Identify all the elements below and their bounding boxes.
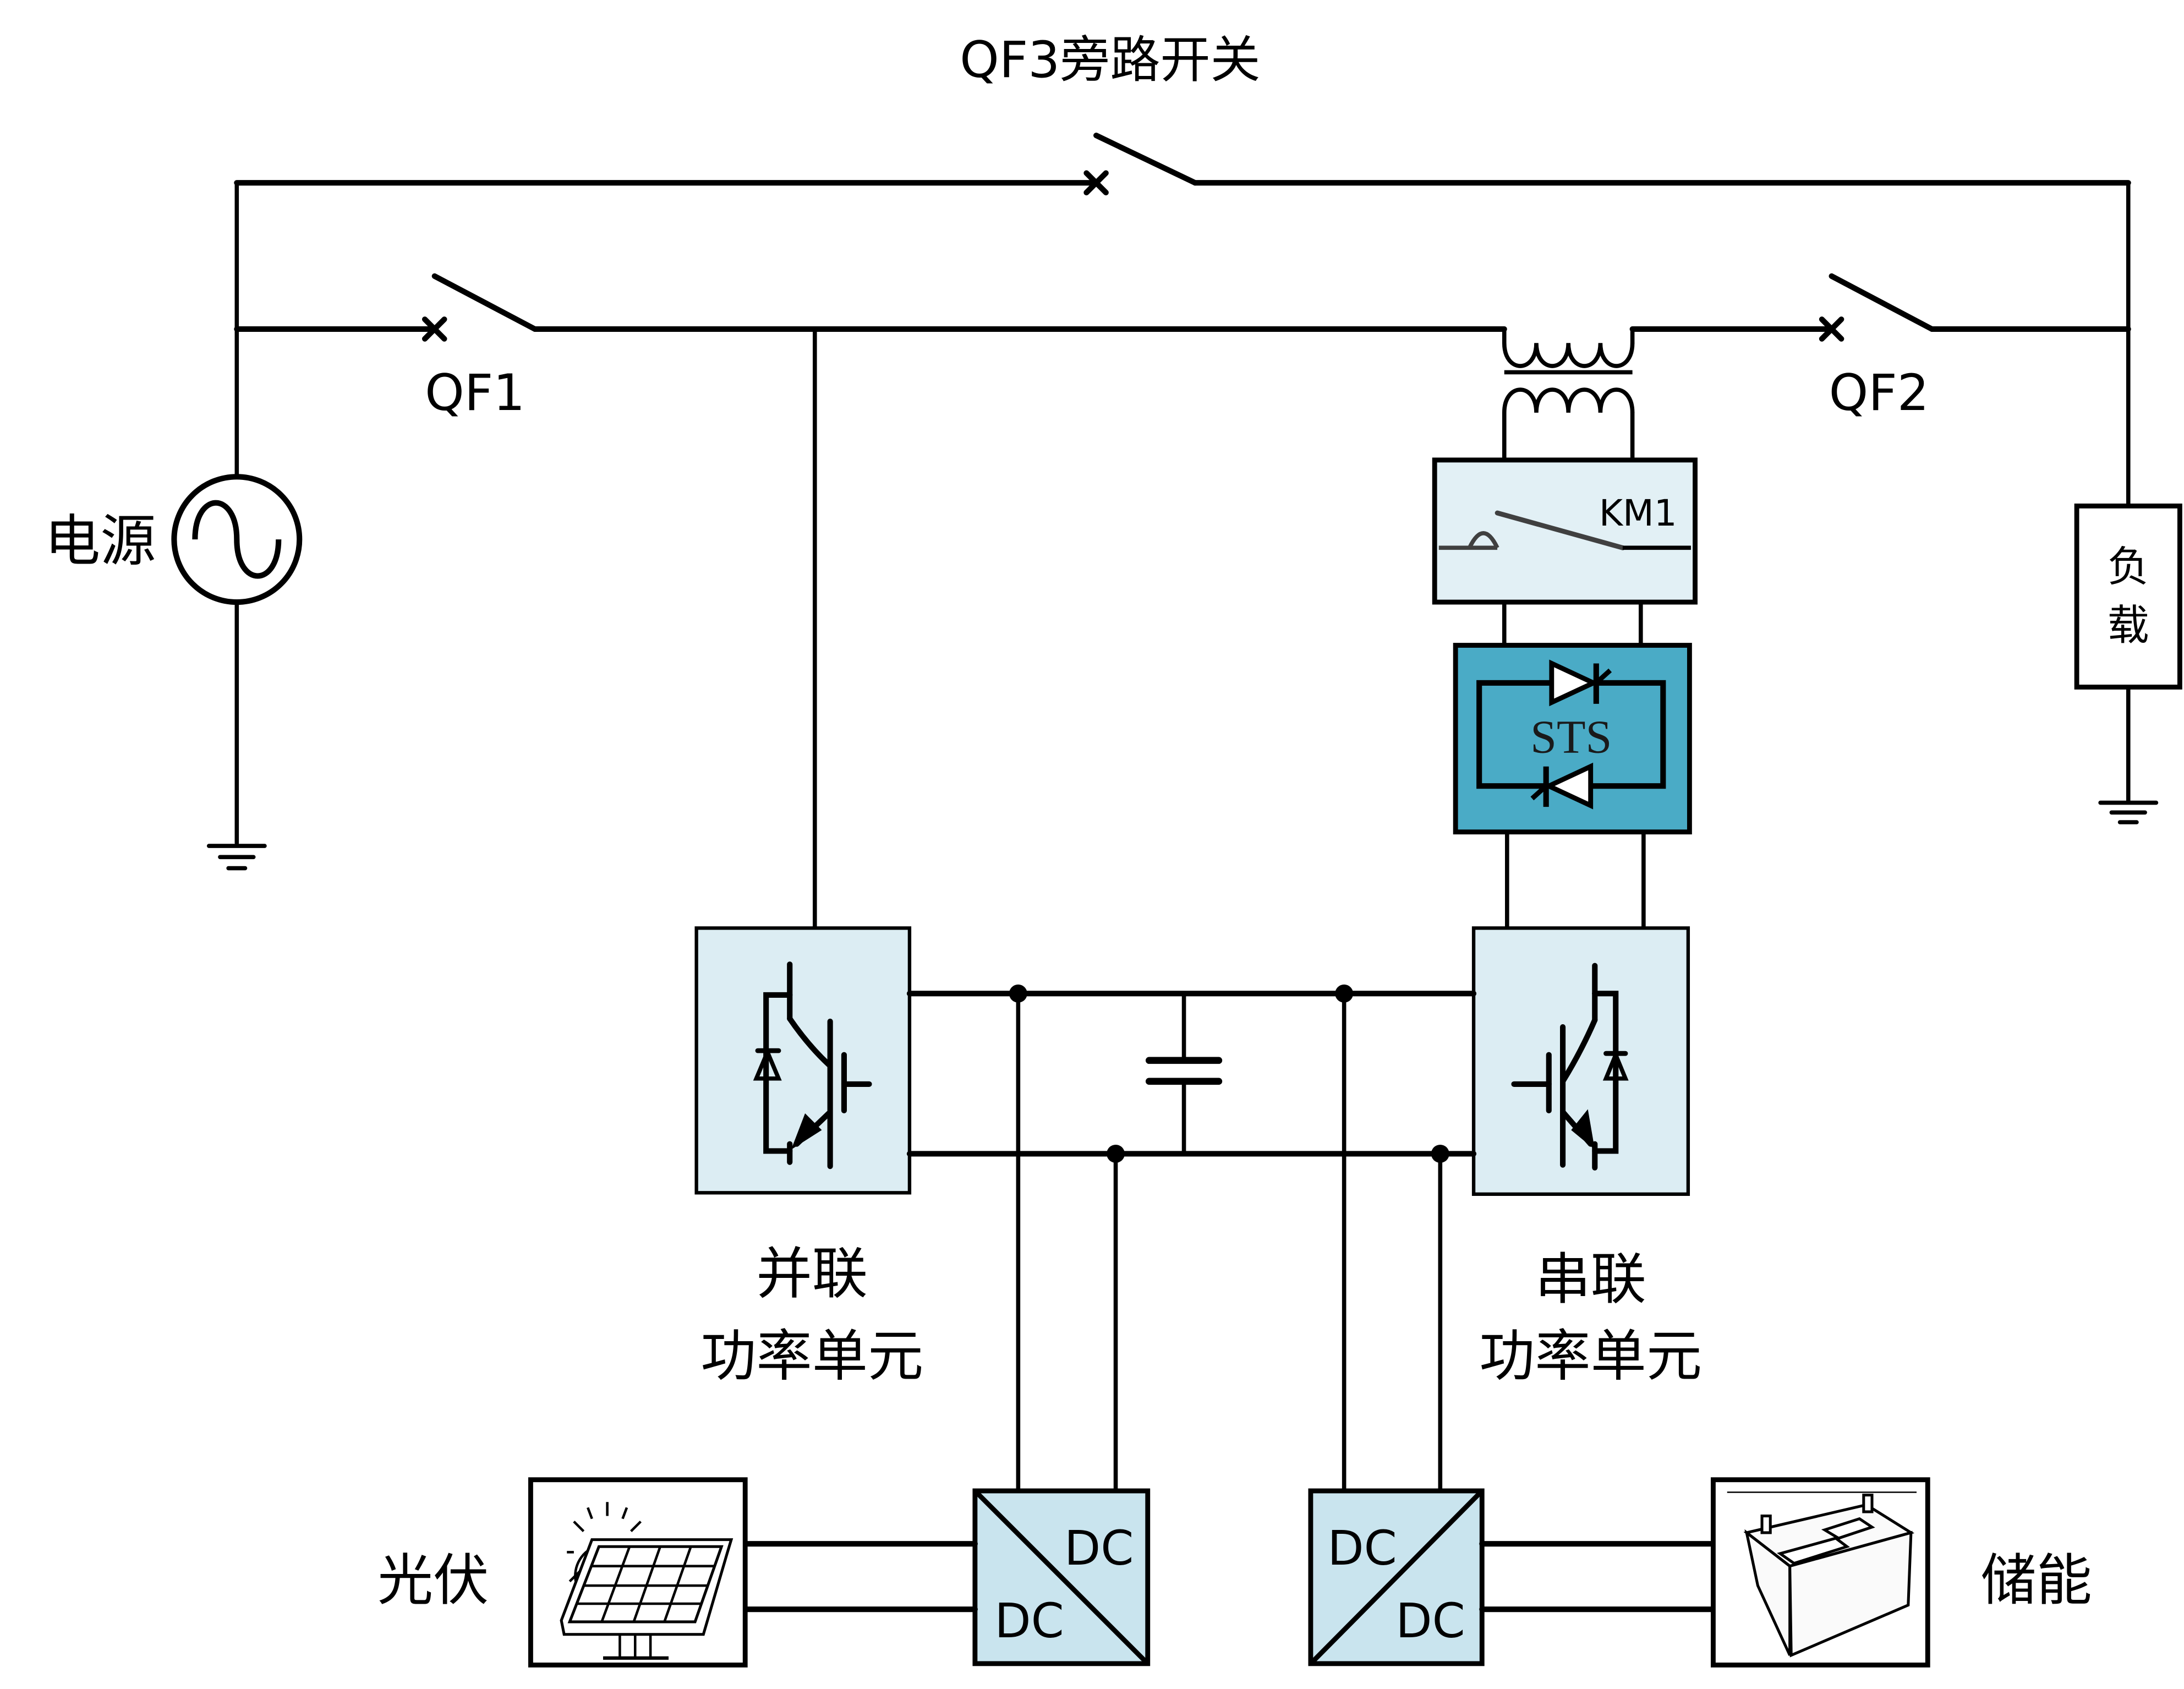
igbt-icon-series (1511, 963, 1629, 1171)
parallel-unit-label-line2: 功率单元 (700, 1324, 923, 1389)
qf2-label: QF2 (1829, 364, 1929, 422)
dcdc-pv-top-label: DC (1064, 1521, 1134, 1576)
pv-panel-box[interactable] (528, 1477, 748, 1668)
series-unit-label-line2: 功率单元 (1479, 1324, 1702, 1389)
load-box: 负 载 (2074, 503, 2182, 690)
km1-contactor[interactable]: KM1 (1432, 457, 1698, 605)
qf1-switch-blade (431, 273, 538, 332)
storage-label: 储能 (1980, 1548, 2092, 1613)
dc-bus (906, 984, 1477, 1493)
sts-switch[interactable]: STS (1453, 643, 1692, 835)
transformer-icon (1502, 327, 1635, 462)
dcdc-converter-storage[interactable]: DC DC (1308, 1488, 1485, 1666)
load-label-line2: 载 (2108, 601, 2149, 649)
dcdc-storage-top-label: DC (1327, 1521, 1397, 1576)
qf1-label: QF1 (425, 364, 525, 422)
dcdc-pv-bottom-label: DC (994, 1594, 1064, 1649)
sts-label: STS (1530, 710, 1612, 763)
ground-icon-left (206, 844, 267, 871)
storage-battery-box[interactable] (1711, 1477, 1930, 1668)
qf3-switch-blade (1093, 133, 1198, 186)
igbt-icon-parallel (753, 961, 872, 1169)
qf3-breaker-x-icon[interactable] (1083, 170, 1109, 195)
qf1-breaker-x-icon[interactable] (422, 316, 447, 342)
dcdc-storage-bottom-label: DC (1395, 1594, 1465, 1649)
battery-icon (1727, 1491, 1917, 1658)
qf2-breaker-x-icon[interactable] (1819, 316, 1844, 342)
parallel-unit-label-line1: 并联 (756, 1242, 868, 1307)
km1-label: KM1 (1599, 492, 1677, 534)
load-label-line1: 负 (2108, 543, 2149, 591)
pv-label: 光伏 (377, 1548, 489, 1613)
dcdc-converter-pv[interactable]: DC DC (972, 1488, 1151, 1666)
solar-panel-icon (560, 1502, 734, 1660)
source-label: 电源 (45, 509, 156, 573)
ground-icon-right (2098, 800, 2159, 824)
ac-source-icon (171, 474, 303, 605)
bypass-line (234, 133, 2131, 195)
thyristor-forward-icon (1549, 659, 1600, 707)
series-unit-label-line1: 串联 (1535, 1247, 1646, 1312)
dc-link-capacitor-icon (1145, 991, 1223, 1156)
bypass-switch-title: QF3旁路开关 (960, 31, 1261, 89)
series-power-unit[interactable] (1471, 926, 1690, 1196)
qf2-switch-blade (1829, 273, 1935, 332)
parallel-power-unit[interactable] (694, 926, 912, 1195)
thyristor-reverse-icon (1543, 762, 1594, 810)
